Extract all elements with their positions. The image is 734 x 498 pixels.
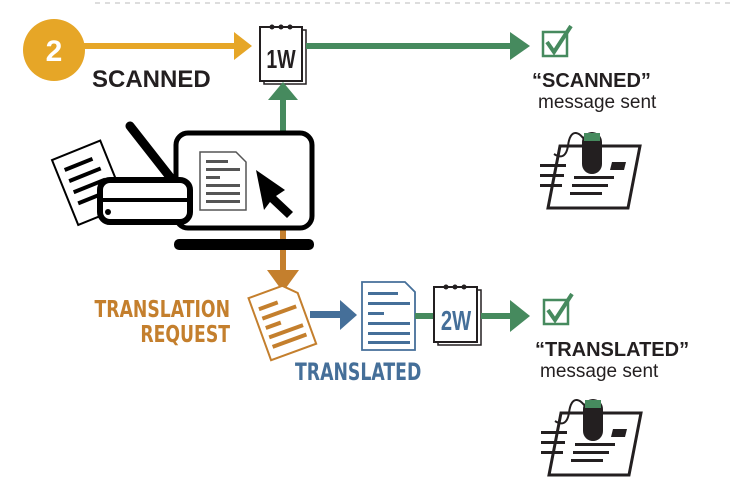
arrow-to-translated bbox=[310, 300, 357, 330]
arrow-to-1w bbox=[84, 32, 252, 60]
mail-mouse-icon bbox=[538, 130, 642, 210]
notepad-2w-icon: 2W bbox=[433, 284, 482, 346]
scanner-computer-icon bbox=[50, 121, 315, 250]
notepad-2w-label: 2W bbox=[441, 306, 471, 337]
scanned-message-sub: message sent bbox=[538, 92, 657, 113]
scanned-label: SCANNED bbox=[92, 66, 211, 93]
notepad-1w-label: 1W bbox=[266, 44, 296, 73]
checkbox-checked-icon bbox=[541, 24, 573, 58]
translated-document-icon bbox=[361, 281, 416, 351]
checkbox-checked-icon-2 bbox=[542, 292, 574, 326]
notepad-1w-icon: 1W bbox=[259, 24, 307, 85]
scanned-message-title: “SCANNED” bbox=[532, 70, 651, 92]
arrow-to-translated-message bbox=[481, 300, 530, 332]
translated-message-title: “TRANSLATED” bbox=[535, 339, 689, 361]
step-badge: 2 bbox=[23, 19, 85, 81]
translation-request-document-icon bbox=[247, 284, 318, 362]
mail-mouse-icon-2 bbox=[539, 397, 643, 477]
arrow-to-scanned-message bbox=[306, 32, 530, 60]
arrow-down-to-request bbox=[267, 228, 299, 292]
step-number: 2 bbox=[46, 35, 63, 68]
translation-request-label-line2: REQUEST bbox=[140, 321, 230, 348]
translation-request-label-line1: TRANSLATION bbox=[95, 296, 230, 323]
translated-label: TRANSLATED bbox=[295, 358, 421, 386]
translated-message-sub: message sent bbox=[540, 361, 659, 382]
arrow-up-to-1w bbox=[268, 82, 298, 132]
connector-line bbox=[415, 313, 435, 319]
